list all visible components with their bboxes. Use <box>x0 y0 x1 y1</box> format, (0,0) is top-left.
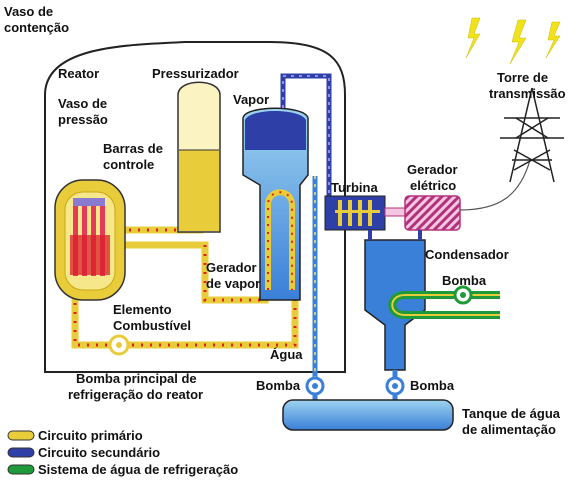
turbine <box>324 195 406 231</box>
steam-label: Vapor <box>233 92 269 107</box>
containment-vessel <box>44 41 346 373</box>
green-pill-icon <box>7 464 35 475</box>
pressure-vessel-label: Vaso de <box>58 96 107 111</box>
control-rods-label: controle <box>103 157 154 172</box>
steam-generator <box>242 107 309 301</box>
legend-label: Circuito primário <box>38 428 143 443</box>
reactor-label: Reator <box>58 66 99 81</box>
cooling-water-system <box>388 291 500 319</box>
steam-generator-label: de vapor <box>206 276 260 291</box>
main-pump-label: refrigeração do reator <box>68 387 203 402</box>
tank-label: Tanque de água <box>462 406 561 421</box>
containment-label: contenção <box>4 20 69 35</box>
feedwater-pump-label: Bomba <box>410 378 455 393</box>
control-rods-label: Barras de <box>103 141 163 156</box>
tower-label: Torre de <box>497 70 548 85</box>
fuel-element <box>70 235 110 275</box>
tower-label: transmissão <box>489 86 566 101</box>
transmission-tower <box>500 87 564 183</box>
cooling-pump-label: Bomba <box>442 273 487 288</box>
yellow-pill-icon <box>7 430 35 441</box>
feedwater-pump-left[interactable] <box>305 376 325 396</box>
tank-label: de alimentação <box>462 422 556 437</box>
legend-item-secondary: Circuito secundário <box>7 445 160 460</box>
legend: Circuito primário Circuito secundário Si… <box>7 428 238 477</box>
feedwater-pump-right[interactable] <box>385 376 405 396</box>
reactor-pressure-vessel <box>54 179 126 301</box>
legend-label: Circuito secundário <box>38 445 160 460</box>
steam-generator-label: Gerador <box>206 260 257 275</box>
generator-label: elétrico <box>410 178 456 193</box>
steam-line <box>280 73 332 212</box>
pressure-vessel-label: pressão <box>58 112 108 127</box>
fuel-element-label: Elemento <box>113 302 172 317</box>
legend-label: Sistema de água de refrigeração <box>38 462 238 477</box>
legend-item-cooling: Sistema de água de refrigeração <box>7 462 238 477</box>
pressurizer-label: Pressurizador <box>152 66 239 81</box>
feedwater-tank <box>282 399 454 431</box>
cooling-pump[interactable] <box>453 285 473 305</box>
generator-label: Gerador <box>407 162 458 177</box>
fuel-element-label: Combustível <box>113 318 191 333</box>
water-label: Água <box>270 347 303 362</box>
lightning-icon <box>465 17 561 65</box>
feedwater-pump-label: Bomba <box>256 378 301 393</box>
main-coolant-pump[interactable] <box>108 334 130 356</box>
condenser-label: Condensador <box>425 247 509 262</box>
legend-item-primary: Circuito primário <box>7 428 143 443</box>
containment-label: Vaso de <box>4 4 53 19</box>
pressurizer <box>177 81 221 233</box>
electric-generator <box>404 159 531 231</box>
blue-pill-icon <box>7 447 35 458</box>
main-pump-label: Bomba principal de <box>76 371 197 386</box>
turbine-label: Turbina <box>331 180 378 195</box>
